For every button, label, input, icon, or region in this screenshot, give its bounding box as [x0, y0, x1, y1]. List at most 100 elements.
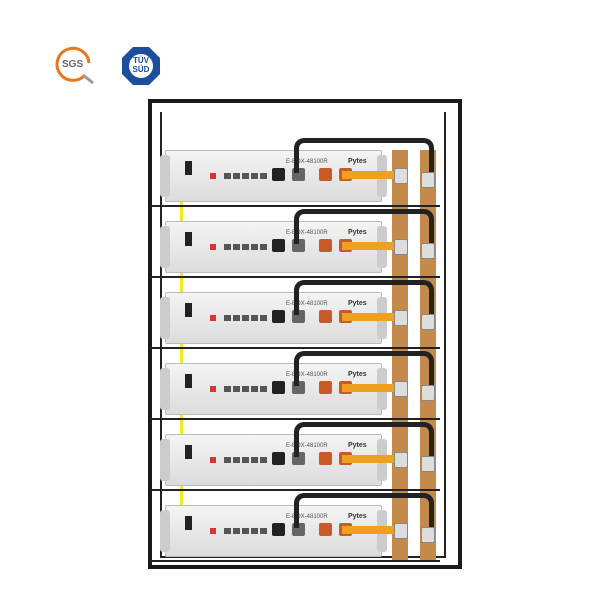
cabinet-frame: [148, 99, 462, 569]
dip-switch[interactable]: [210, 528, 216, 534]
busbar-lug: [421, 314, 435, 330]
positive-terminal: [319, 523, 332, 536]
busbar-lug: [394, 452, 408, 468]
positive-link-bar: [342, 171, 400, 179]
model-label: E-BOX-48100R: [286, 372, 328, 378]
negative-terminal: [272, 381, 285, 394]
busbar-lug: [421, 172, 435, 188]
negative-cable: [294, 351, 434, 386]
comm-port[interactable]: [242, 386, 249, 392]
positive-terminal: [319, 239, 332, 252]
comm-port[interactable]: [260, 315, 267, 321]
power-switch[interactable]: [185, 303, 192, 317]
comm-port[interactable]: [233, 528, 240, 534]
handle: [160, 226, 170, 268]
positive-link-bar: [342, 384, 400, 392]
comm-port[interactable]: [224, 386, 231, 392]
positive-link-bar: [342, 526, 400, 534]
comm-port[interactable]: [242, 173, 249, 179]
shelf: [150, 560, 440, 562]
comm-port[interactable]: [251, 457, 258, 463]
negative-cable: [294, 280, 434, 315]
positive-terminal: [319, 310, 332, 323]
busbar-lug: [394, 310, 408, 326]
model-label: E-BOX-48100R: [286, 514, 328, 520]
busbar-lug: [394, 381, 408, 397]
handle: [160, 155, 170, 197]
positive-terminal: [319, 381, 332, 394]
comm-port[interactable]: [233, 173, 240, 179]
comm-port[interactable]: [260, 528, 267, 534]
comm-port[interactable]: [224, 315, 231, 321]
comm-port[interactable]: [224, 173, 231, 179]
comm-port[interactable]: [233, 315, 240, 321]
positive-terminal: [319, 168, 332, 181]
shelf: [150, 489, 440, 491]
positive-link-bar: [342, 242, 400, 250]
negative-terminal: [272, 523, 285, 536]
comm-port[interactable]: [233, 244, 240, 250]
negative-terminal: [272, 310, 285, 323]
negative-terminal: [272, 239, 285, 252]
negative-terminal: [272, 452, 285, 465]
shelf: [150, 276, 440, 278]
sgs-logo: [55, 46, 94, 85]
tuv-logo-text: TÜV SÜD: [132, 56, 150, 74]
positive-link-bar: [342, 313, 400, 321]
comm-port[interactable]: [260, 244, 267, 250]
shelf: [150, 347, 440, 349]
dip-switch[interactable]: [210, 173, 216, 179]
comm-port[interactable]: [260, 386, 267, 392]
busbar-lug: [421, 243, 435, 259]
busbar-lug: [421, 527, 435, 543]
comm-port[interactable]: [242, 528, 249, 534]
comm-port[interactable]: [260, 457, 267, 463]
comm-port[interactable]: [233, 457, 240, 463]
handle: [160, 439, 170, 481]
shelf: [150, 205, 440, 207]
brand-label: Pytes: [348, 158, 367, 165]
busbar-lug: [394, 523, 408, 539]
comm-port[interactable]: [242, 315, 249, 321]
positive-link-bar: [342, 455, 400, 463]
comm-port[interactable]: [242, 457, 249, 463]
brand-label: Pytes: [348, 513, 367, 520]
comm-port[interactable]: [251, 386, 258, 392]
negative-cable: [294, 493, 434, 528]
negative-cable: [294, 209, 434, 244]
dip-switch[interactable]: [210, 457, 216, 463]
busbar-lug: [421, 385, 435, 401]
power-switch[interactable]: [185, 374, 192, 388]
handle: [160, 510, 170, 552]
shelf: [150, 418, 440, 420]
comm-port[interactable]: [251, 244, 258, 250]
model-label: E-BOX-48100R: [286, 443, 328, 449]
tuv-logo: [122, 47, 160, 85]
comm-port[interactable]: [251, 528, 258, 534]
sgs-logo-text: SGS: [62, 59, 84, 70]
dip-switch[interactable]: [210, 386, 216, 392]
power-switch[interactable]: [185, 516, 192, 530]
power-switch[interactable]: [185, 161, 192, 175]
dip-switch[interactable]: [210, 315, 216, 321]
comm-port[interactable]: [260, 173, 267, 179]
handle: [160, 297, 170, 339]
busbar-lug: [421, 456, 435, 472]
brand-label: Pytes: [348, 371, 367, 378]
comm-port[interactable]: [224, 528, 231, 534]
power-switch[interactable]: [185, 232, 192, 246]
brand-label: Pytes: [348, 229, 367, 236]
comm-port[interactable]: [224, 457, 231, 463]
positive-terminal: [319, 452, 332, 465]
comm-port[interactable]: [242, 244, 249, 250]
dip-switch[interactable]: [210, 244, 216, 250]
model-label: E-BOX-48100R: [286, 230, 328, 236]
comm-port[interactable]: [251, 315, 258, 321]
negative-cable: [294, 422, 434, 457]
comm-port[interactable]: [224, 244, 231, 250]
negative-terminal: [272, 168, 285, 181]
comm-port[interactable]: [233, 386, 240, 392]
comm-port[interactable]: [251, 173, 258, 179]
power-switch[interactable]: [185, 445, 192, 459]
handle: [160, 368, 170, 410]
